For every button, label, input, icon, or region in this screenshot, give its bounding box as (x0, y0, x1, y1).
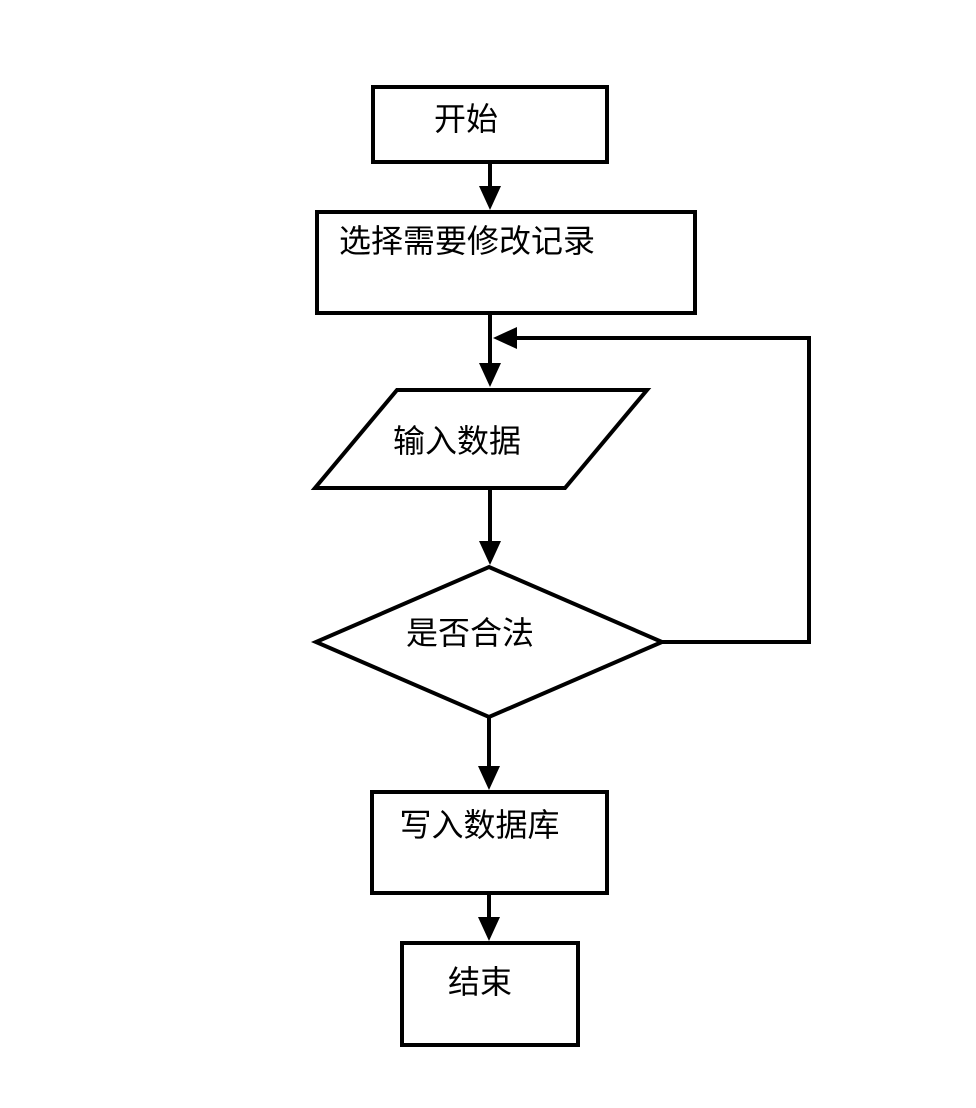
start-node (371, 85, 609, 164)
edge-loopback (517, 336, 811, 644)
select-record-node (315, 210, 697, 315)
validity-decision-node (310, 564, 668, 720)
write-database-node (370, 790, 609, 895)
arrowhead-start-to-select (479, 186, 501, 210)
arrowhead-loopback (493, 327, 517, 349)
arrowhead-write-to-end (478, 917, 500, 941)
arrowhead-valid-to-write (478, 766, 500, 790)
arrowhead-input-to-valid (479, 541, 501, 565)
arrowhead-select-to-input (479, 363, 501, 387)
end-node (400, 941, 580, 1047)
input-data-node (310, 388, 652, 490)
